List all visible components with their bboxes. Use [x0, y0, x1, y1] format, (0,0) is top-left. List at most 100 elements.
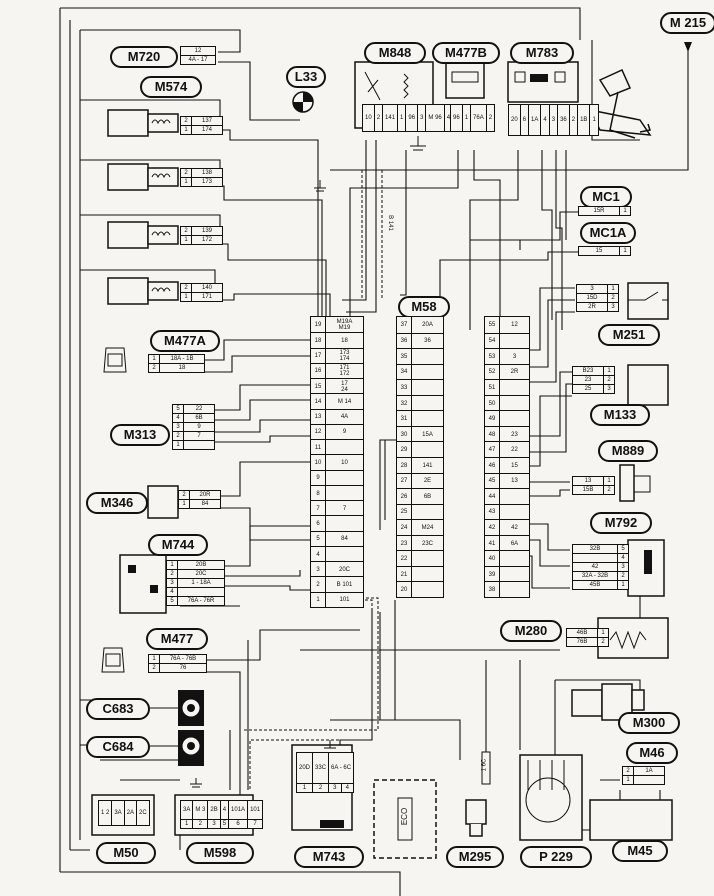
pin-number: 2: [192, 819, 209, 829]
injector-2-icon: [107, 163, 149, 191]
connector-m251-label: M251: [598, 324, 660, 346]
connector-m50-pins: 1 2 3A 2A 2C: [97, 800, 150, 826]
lamp-l33-label: L33: [286, 66, 326, 88]
pin-value: 173: [191, 177, 223, 187]
pin-number: 3: [607, 302, 619, 312]
pin-value: 139: [191, 226, 223, 236]
pin-value: 4A - 17: [180, 55, 216, 65]
pin-value: M 96: [425, 104, 445, 132]
connector-m133-label: M133: [590, 404, 650, 426]
pin-number: 40: [485, 551, 500, 567]
pin-value: 20: [508, 104, 521, 136]
pin-number: 50: [485, 395, 500, 412]
m58-pin-row: 38: [485, 581, 529, 598]
pin-number: 2: [312, 783, 330, 793]
connector-m313-label: M313: [110, 424, 170, 446]
pin-number: 14: [311, 394, 326, 410]
pin-number: 11: [311, 440, 326, 456]
pin-number: 19: [311, 317, 326, 333]
pin-number: 55: [485, 317, 500, 333]
pin-value: 84: [341, 536, 348, 543]
pin-value: B23: [572, 366, 604, 376]
pin-number: 4: [540, 104, 550, 136]
connector-m300-label: M300: [618, 712, 680, 734]
pin-number: 36: [397, 333, 412, 350]
pin-value: 171: [191, 292, 223, 302]
pin-number: 34: [397, 364, 412, 381]
pin-value: 2R: [510, 369, 519, 376]
m58-pin-row: 20: [397, 581, 443, 598]
pin-value: 22: [511, 447, 518, 454]
pin-value: 76A: [470, 104, 487, 132]
m58-pin-row: 8: [311, 484, 363, 502]
pin-number: 30: [397, 426, 412, 443]
injector-4-icon: [107, 277, 149, 305]
pin-value: 1A: [633, 766, 665, 776]
m58-pin-row: 25: [397, 503, 443, 521]
ground-symbols: [190, 180, 336, 788]
m58-pin-row: 50: [485, 394, 529, 412]
m58-pin-row: 22: [397, 550, 443, 567]
pin-number: 1: [619, 206, 631, 216]
connector-m477b-pins: 96 1 76A 2: [450, 104, 496, 132]
connector-m477b-label: M477B: [432, 42, 500, 64]
pin-value: 2R: [576, 302, 608, 312]
m58-pin-row: 43: [485, 503, 529, 521]
pin-value: 42: [572, 562, 618, 572]
pin-number: 6: [519, 104, 530, 136]
injector-1-icon: [107, 109, 149, 137]
connector-m295-label: M295: [446, 846, 504, 868]
pin-number: 48: [485, 426, 500, 443]
pin-number: 8: [311, 485, 326, 502]
connector-m215-label: M 215: [660, 12, 714, 34]
pin-value: 7: [342, 505, 347, 512]
m58-pin-row: 44: [485, 488, 529, 505]
m58-pin-row: 32: [397, 394, 443, 412]
pin-number: 44: [485, 489, 500, 505]
pin-number: 35: [397, 349, 412, 365]
pin-value: 4A: [340, 414, 349, 421]
pin-number: 1: [603, 366, 615, 376]
pin-value: [183, 440, 215, 450]
connector-m477a-label: M477A: [150, 330, 220, 352]
pin-number: 38: [485, 582, 500, 598]
pin-number: 3: [172, 422, 184, 432]
pin-number: 25: [397, 504, 412, 521]
pin-value: 2E: [423, 478, 432, 485]
pin-value: 25: [572, 384, 604, 394]
pin-value: 3A: [179, 800, 194, 820]
pin-number: 1: [148, 354, 160, 364]
connector-m720-pins: 12 4A - 17: [180, 46, 216, 65]
sensor-m295-icon: [465, 799, 487, 837]
pin-value: 33C: [312, 752, 330, 784]
pin-number: 42: [485, 520, 500, 536]
pin-value: 15D: [576, 293, 608, 303]
m58-pin-row: 51: [485, 379, 529, 396]
pin-value: 3A: [111, 800, 125, 826]
pin-number: 1: [617, 580, 629, 590]
pin-number: 27: [397, 473, 412, 490]
pin-value: 4: [219, 800, 230, 820]
m58-pin-row: 40: [485, 550, 529, 567]
pin-number: 2: [622, 766, 634, 776]
pin-number: 1: [607, 284, 619, 294]
pin-number: 2: [373, 104, 384, 132]
connector-mc1a-label: MC1A: [580, 222, 636, 244]
pin-number: 23: [397, 535, 412, 552]
